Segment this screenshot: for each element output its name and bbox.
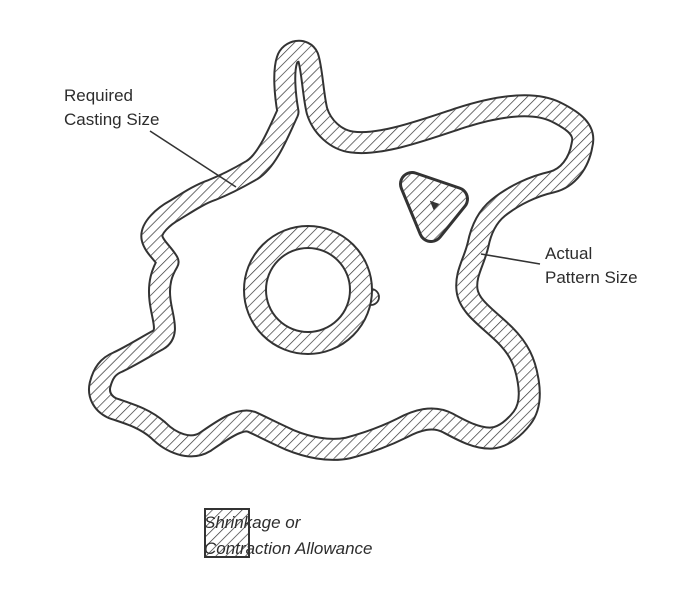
hatch-swatch-icon [204,508,250,558]
label-actual-line1: Actual [545,244,593,263]
label-actual-pattern-size: Actual Pattern Size [545,242,638,290]
center-hole-ring [243,225,380,355]
leader-line-actual-pattern-size [480,253,541,265]
triangle-hole-ring [399,171,469,243]
label-actual-line2: Pattern Size [545,267,638,287]
label-required-casting-size: Required Casting Size [64,84,159,132]
leader-line-required-casting-size [149,130,237,188]
legend: Shrinkage or Contraction Allowance [204,508,373,561]
center-ring-hatch [245,227,371,353]
pattern-band-hatch [90,41,593,459]
triangle-ring-hatch [402,174,466,240]
label-required-line2: Casting Size [64,109,160,129]
shrinkage-allowance-band [88,39,595,461]
label-required-line1: Required [64,86,133,105]
